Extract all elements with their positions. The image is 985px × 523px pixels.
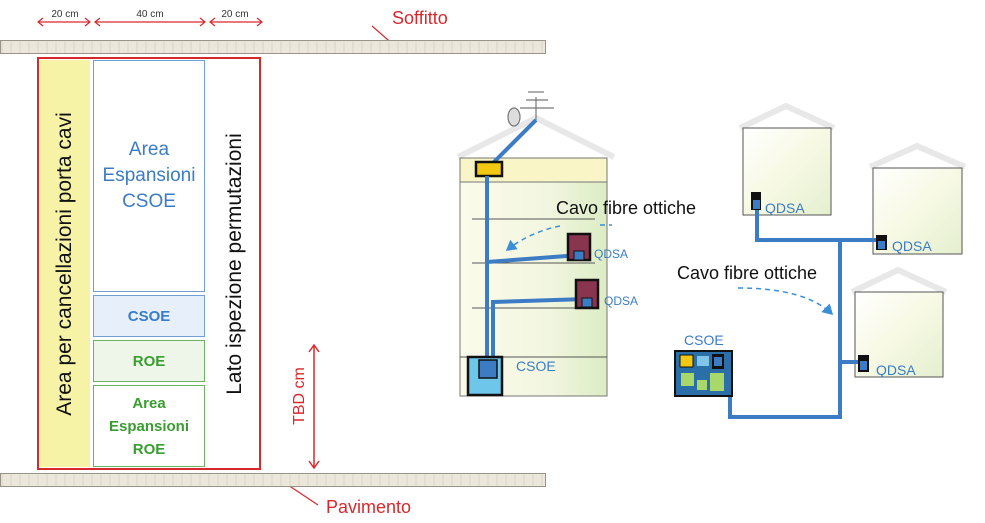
ceiling-label: Soffitto	[392, 8, 448, 28]
roe-box-label: ROE	[132, 352, 166, 370]
houses-csoe-label: CSOE	[684, 332, 724, 348]
building-qdsa-label-1: QDSA	[594, 247, 629, 261]
expansion-roe-area: Area Espansioni ROE	[93, 385, 205, 467]
floor-label: Pavimento	[326, 497, 412, 517]
dimension-label-center: 40 cm	[136, 9, 164, 20]
cable-area	[40, 60, 90, 467]
expansion-roe-label: Area Espansioni ROE	[108, 394, 190, 458]
cabinet-outline	[37, 57, 261, 470]
roe-box: ROE	[93, 340, 205, 382]
building-csoe-label: CSOE	[516, 358, 556, 374]
building-qdsa-label-2: QDSA	[604, 294, 639, 308]
building-cable-label: Cavo fibre ottiche	[556, 198, 697, 218]
house-qdsa-label-1: QDSA	[765, 200, 805, 216]
houses-cable-label: Cavo fibre ottiche	[677, 263, 818, 283]
csoe-box-label: CSOE	[127, 307, 171, 325]
expansion-csoe-area: Area Espansioni CSOE	[93, 60, 205, 292]
expansion-csoe-label: Area Espansioni CSOE	[102, 139, 196, 212]
dimension-label-right: 20 cm	[221, 9, 249, 20]
csoe-box: CSOE	[93, 295, 205, 337]
house-qdsa-label-2: QDSA	[892, 238, 932, 254]
dimension-label-left: 20 cm	[51, 9, 79, 20]
ceiling-slab	[0, 40, 546, 54]
antenna-icon	[507, 91, 554, 127]
floor-slab	[0, 473, 546, 487]
house-qdsa-label-3: QDSA	[876, 362, 916, 378]
